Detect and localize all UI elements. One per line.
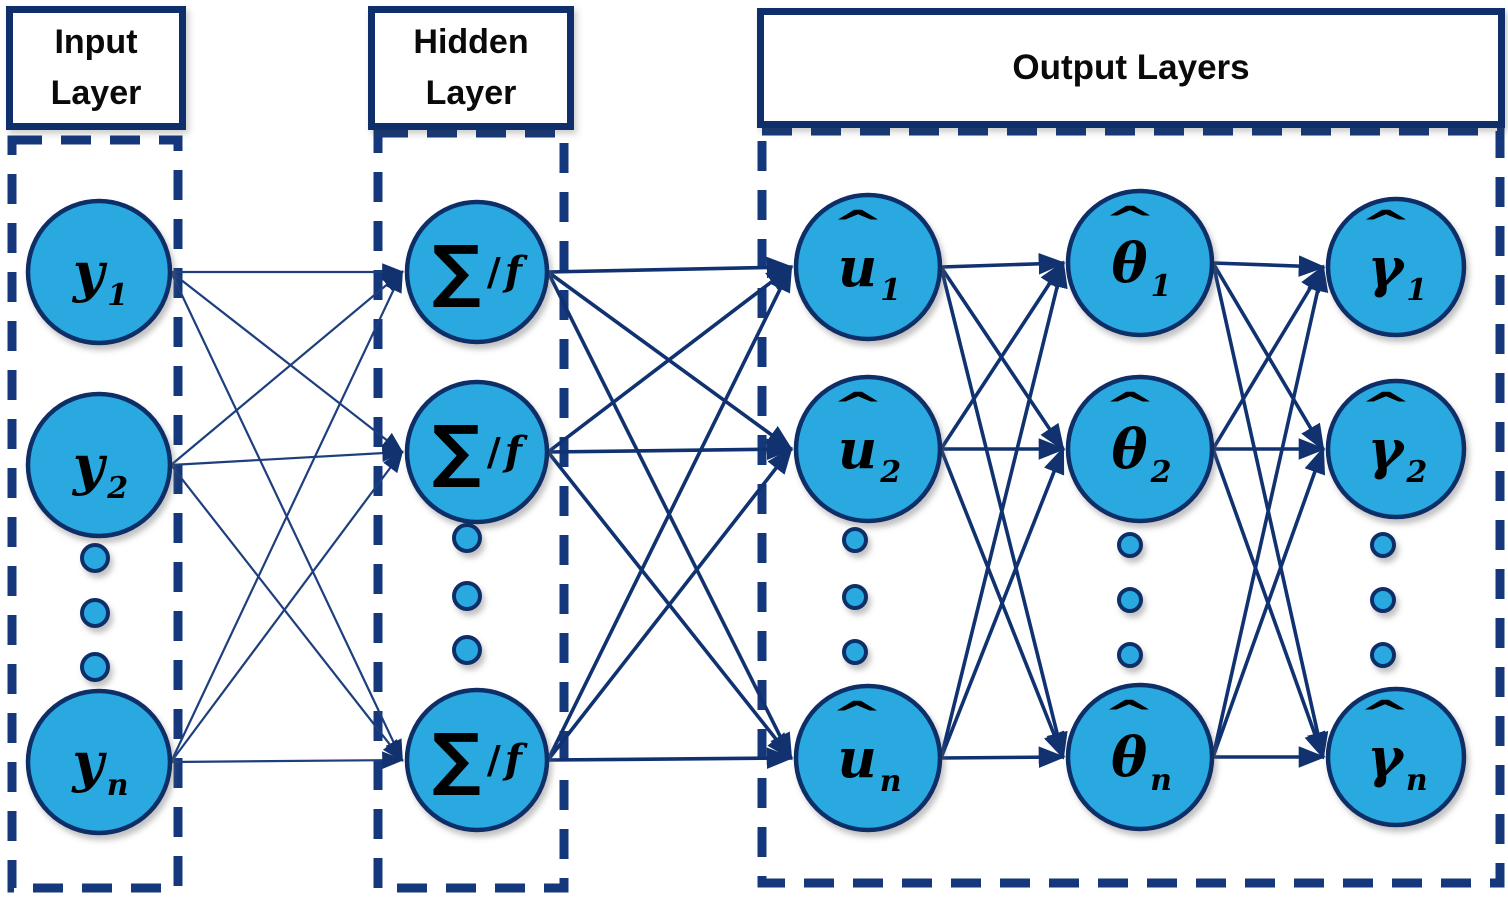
edge-connection — [547, 256, 794, 279]
nodes-group — [25, 188, 1467, 836]
edge-connection — [939, 260, 1068, 759]
edge-connection — [170, 464, 404, 762]
edge-connection — [1211, 264, 1329, 758]
node-gamma1-circle — [1325, 196, 1467, 338]
hidden-layer-dashed-box — [373, 128, 569, 893]
edge-connection — [547, 438, 794, 461]
ellipsis-dot — [1370, 642, 1396, 668]
node-gamma2-circle — [1325, 378, 1467, 520]
output-layers-title-box: Output Layers — [757, 8, 1505, 128]
ellipsis-dot — [80, 543, 110, 573]
node-yn-circle — [25, 688, 173, 836]
edge-connection — [939, 260, 1065, 450]
ellipsis-dot — [1117, 532, 1143, 558]
node-thetan-circle — [1065, 682, 1215, 832]
edge-connection — [940, 253, 1066, 275]
ellipsis-dot — [80, 598, 110, 628]
node-theta1-circle — [1065, 188, 1215, 338]
edge-connection — [546, 265, 794, 454]
edge-connection — [170, 450, 404, 763]
node-y1-circle — [25, 198, 173, 346]
ellipsis-dot — [452, 523, 482, 553]
edge-connection — [940, 746, 1066, 768]
hidden-layer-title-box: Hidden Layer — [368, 6, 574, 130]
ellipsis-dot — [1117, 587, 1143, 613]
output-layers-title: Output Layers — [1012, 47, 1250, 87]
ellipsis-dot — [842, 527, 868, 553]
node-y2-circle — [25, 391, 173, 539]
edge-connection — [939, 446, 1065, 759]
input-layer-title-box: Input Layer — [6, 6, 186, 130]
ellipsis-dot — [452, 635, 482, 665]
node-gamman-circle — [1325, 686, 1467, 828]
node-sum3-circle — [404, 687, 550, 833]
edge-connection — [170, 270, 404, 466]
ellipsis-dot — [1370, 587, 1396, 613]
hidden-layer-title: Hidden Layer — [413, 23, 529, 112]
input-layer-dashed-box — [7, 135, 183, 893]
ellipsis-dot — [452, 581, 482, 611]
node-un-circle — [793, 683, 943, 833]
node-theta2-circle — [1065, 374, 1215, 524]
ellipsis-dot — [842, 584, 868, 610]
ellipsis-dot — [842, 639, 868, 665]
edge-connection — [170, 270, 403, 763]
edge-connection — [546, 446, 793, 762]
ellipsis-dot — [1117, 642, 1143, 668]
node-sum1-circle — [404, 199, 550, 345]
node-u1-circle — [793, 192, 943, 342]
edge-connection — [1211, 446, 1325, 758]
edge-connection — [1211, 264, 1325, 450]
ellipsis-dot — [80, 652, 110, 682]
edge-connection — [546, 264, 793, 761]
output-layers-dashed-box — [757, 126, 1505, 888]
edge-connection — [170, 444, 405, 467]
edges-group — [170, 253, 1329, 769]
edge-connection — [547, 747, 794, 769]
ellipsis-dot — [1370, 532, 1396, 558]
edge-connection — [170, 271, 404, 454]
input-layer-title: Input Layer — [50, 23, 142, 112]
node-u2-circle — [793, 374, 943, 524]
edge-connection — [1212, 255, 1326, 277]
edge-connection — [170, 751, 405, 769]
node-sum2-circle — [404, 379, 550, 525]
